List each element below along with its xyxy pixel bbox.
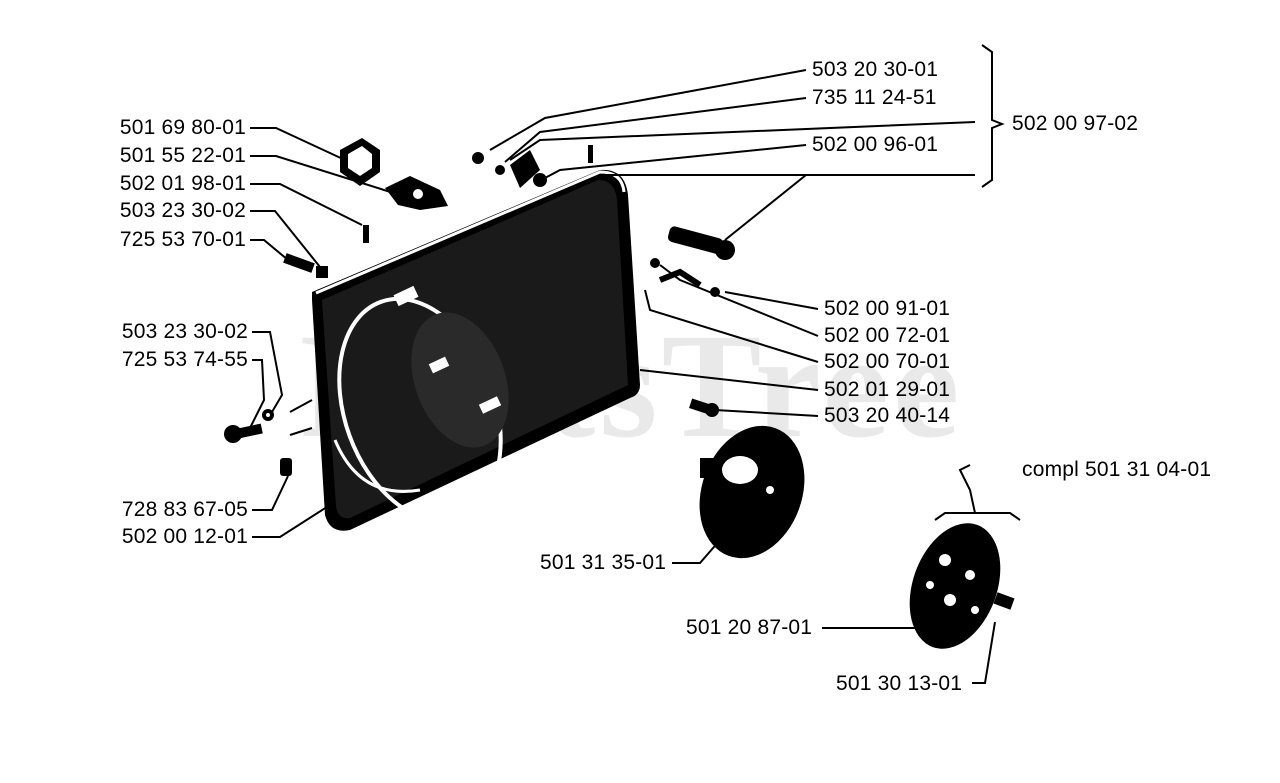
bolt-lower — [224, 409, 274, 443]
part-label: 503 23 30-02 — [119, 199, 246, 222]
part-label: 502 00 70-01 — [824, 350, 951, 373]
part-label: 502 00 72-01 — [824, 324, 951, 347]
part-label: 725 53 70-01 — [119, 228, 246, 251]
bolt-right — [689, 398, 719, 417]
part-label: 503 23 30-02 — [121, 320, 248, 343]
part-label: 501 69 80-01 — [119, 116, 246, 139]
leader-lines — [247, 44, 1021, 684]
part-label: 728 83 67-05 — [121, 498, 248, 521]
part-label: 501 31 35-01 — [540, 551, 667, 574]
part-label: 502 01 98-01 — [119, 172, 246, 195]
nut — [340, 138, 380, 186]
part-label: 501 55 22-01 — [119, 144, 246, 167]
spring-pin — [280, 458, 292, 476]
bolt — [283, 253, 328, 278]
part-label: 502 01 29-01 — [824, 378, 951, 401]
part-label: 735 11 24-51 — [812, 86, 937, 109]
pulley — [699, 425, 805, 559]
part-label: 725 53 74-55 — [121, 348, 248, 371]
pawl — [385, 176, 448, 210]
part-label: compl 501 31 04-01 — [1022, 458, 1212, 481]
pin — [363, 225, 369, 243]
part-label: 503 20 40-14 — [824, 404, 951, 427]
top-screw-assembly — [472, 145, 593, 188]
part-label: 502 00 96-01 — [812, 133, 939, 156]
starter-handle — [650, 226, 735, 297]
part-label: 501 20 87-01 — [686, 616, 813, 639]
part-label: 501 30 13-01 — [836, 672, 963, 695]
part-label: 503 20 30-01 — [812, 58, 939, 81]
starter-housing — [312, 169, 640, 531]
part-label: 502 00 12-01 — [121, 525, 248, 548]
part-label: 502 00 91-01 — [824, 297, 951, 320]
part-label: 502 00 97-02 — [1012, 112, 1139, 135]
spring-cassette — [909, 523, 1015, 649]
